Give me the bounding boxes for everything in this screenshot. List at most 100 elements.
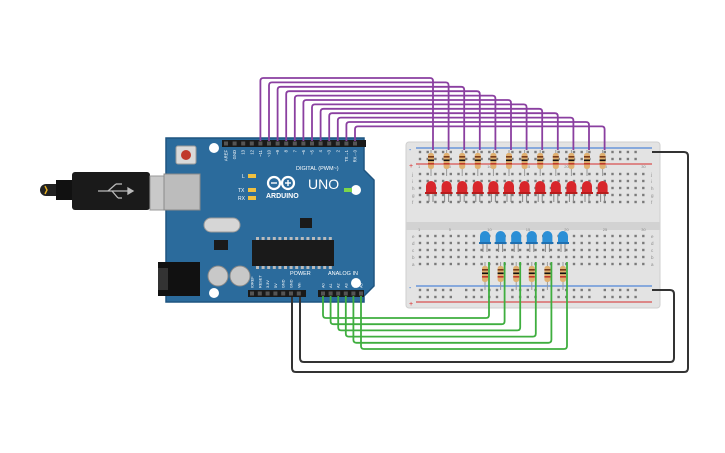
row-letter: j (411, 172, 413, 177)
row-letter: e (651, 234, 654, 239)
led-on-indicator (344, 188, 352, 192)
red-led[interactable] (518, 181, 531, 202)
blue-led[interactable] (494, 231, 507, 252)
analog-wire (344, 262, 537, 338)
breadboard-hole (441, 172, 445, 176)
breadboard-hole (642, 248, 645, 252)
breadboard-hole (634, 179, 637, 183)
breadboard-hole (465, 255, 468, 259)
rail-hole (526, 157, 529, 161)
red-led[interactable] (534, 181, 547, 202)
breadboard-hole (619, 241, 622, 245)
breadboard-hole (572, 241, 576, 245)
breadboard-hole (572, 172, 576, 176)
blue-led[interactable] (557, 231, 569, 252)
breadboard-hole (511, 172, 514, 176)
led-rim (581, 192, 593, 194)
resistor-band (459, 163, 466, 165)
resistor-band (513, 272, 520, 275)
resistor-band (513, 276, 520, 278)
column-number: 10 (487, 227, 492, 232)
breadboard-hole (557, 262, 560, 266)
analog-pin-label: A2 (337, 283, 341, 288)
red-led[interactable] (471, 181, 484, 202)
resistor-band (443, 163, 450, 165)
breadboard-hole (595, 200, 599, 204)
blue-led[interactable] (479, 231, 491, 252)
red-led[interactable] (503, 181, 515, 202)
breadboard-hole (549, 179, 553, 183)
red-led[interactable] (487, 181, 500, 202)
mounting-hole (351, 185, 361, 195)
analog-wire (360, 262, 568, 350)
resistor-band (474, 163, 481, 165)
red-led[interactable] (581, 181, 593, 202)
breadboard-hole (642, 241, 645, 245)
blue-led[interactable] (541, 231, 554, 252)
atmega-chip (252, 240, 334, 266)
breadboard-hole (480, 248, 483, 252)
led-rim (471, 192, 484, 194)
resistor-band (599, 159, 606, 162)
rail-hole (495, 295, 499, 299)
breadboard-hole (418, 248, 422, 252)
column-number: 30 (641, 227, 646, 232)
reset-button[interactable] (181, 150, 191, 160)
ground-wire-top-rail (291, 151, 689, 373)
usb-cable[interactable] (40, 172, 173, 211)
breadboard-hole (549, 193, 553, 197)
red-led[interactable] (549, 181, 562, 202)
resistor-band (521, 156, 528, 158)
breadboard-hole (642, 179, 645, 183)
digital-header-pin (267, 141, 271, 146)
breadboard-hole (611, 234, 614, 238)
breadboard-hole (418, 234, 422, 238)
led-rx-indicator (248, 196, 256, 200)
breadboard-hole (426, 193, 429, 197)
red-led[interactable] (456, 181, 469, 202)
rail-hole (634, 288, 637, 292)
breadboard-hole (557, 172, 560, 176)
breadboard-hole (495, 262, 499, 266)
rail-hole (619, 288, 622, 292)
row-letter: a (412, 262, 415, 267)
chip-pin (278, 266, 282, 269)
red-led[interactable] (565, 181, 578, 202)
digital-wire (285, 90, 481, 150)
rail-hole (626, 288, 630, 292)
breadboard-hole (472, 179, 476, 183)
breadboard-hole (565, 186, 568, 190)
led-rim (503, 192, 515, 194)
breadboard-hole (534, 193, 537, 197)
breadboard-hole (619, 248, 622, 252)
breadboard-hole (526, 193, 529, 197)
breadboard-hole (465, 248, 468, 252)
column-number: 1 (418, 164, 421, 169)
red-led[interactable] (425, 181, 437, 202)
power-header-pin (257, 291, 262, 296)
breadboard-hole (426, 234, 429, 238)
breadboard-hole (642, 200, 645, 204)
resistor-band (521, 159, 528, 162)
blue-led[interactable] (510, 231, 523, 252)
red-led[interactable] (440, 181, 453, 202)
breadboard-hole (511, 200, 514, 204)
resistor-band (584, 156, 590, 158)
resistor (490, 153, 497, 169)
breadboard-hole (518, 179, 522, 183)
resistor-band (537, 163, 544, 165)
digital-pin-label: ~5 (310, 149, 315, 154)
resistor-band (490, 163, 497, 165)
rail-hole (488, 157, 491, 161)
rail-hole (634, 150, 637, 154)
digital-pin-label: AREF (224, 150, 229, 162)
breadboard-hole (619, 186, 622, 190)
breadboard-hole (465, 172, 468, 176)
breadboard-hole (457, 200, 460, 204)
led-rim (440, 192, 453, 194)
led-body (558, 231, 568, 243)
breadboard-hole (465, 241, 468, 245)
red-led[interactable] (596, 181, 609, 202)
blue-led[interactable] (525, 231, 538, 252)
